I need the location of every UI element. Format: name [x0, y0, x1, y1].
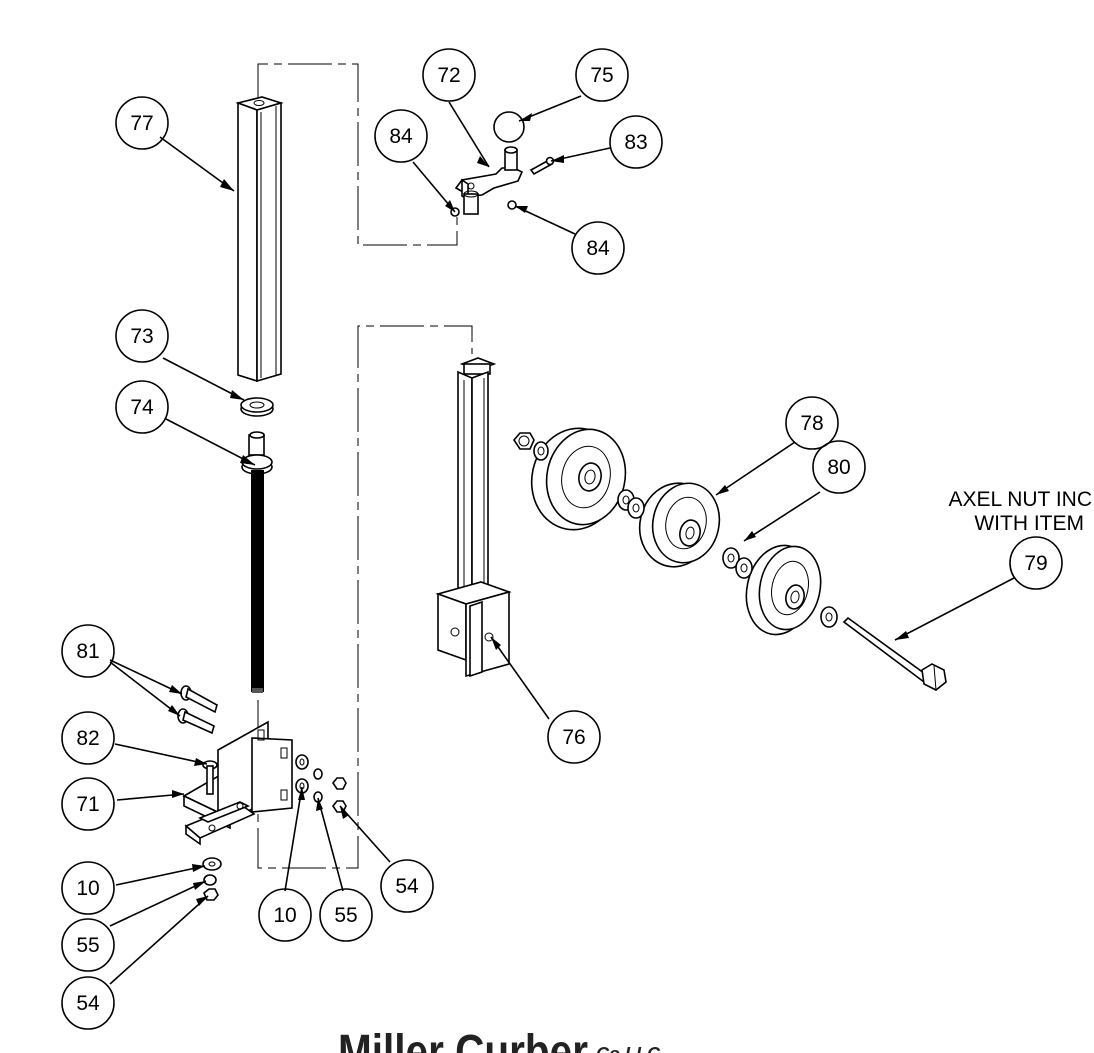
part-81-bolts — [177, 685, 218, 735]
part-76-caster-leg — [435, 357, 512, 678]
note-line-2: WITH ITEM — [974, 512, 1084, 535]
company-logo: Miller Curber Co LLC — [338, 1026, 661, 1053]
logo-main-text: Miller Curber — [338, 1026, 588, 1053]
bottom-left-hardware — [202, 857, 222, 901]
leader-lines — [109, 95, 1015, 985]
part-75-ball — [493, 111, 525, 143]
callout-84-upper: 84 — [389, 125, 413, 148]
part-83-pin — [529, 156, 555, 176]
callout-78: 78 — [800, 412, 823, 435]
part-72-bracket — [454, 146, 524, 215]
logo-suffix-text: Co LLC — [596, 1044, 661, 1053]
part-78-wheels — [530, 427, 822, 636]
callout-77: 77 — [130, 112, 153, 135]
bracket-right-hardware — [295, 754, 347, 813]
assembly-path-lines — [257, 63, 473, 869]
part-77-square-tube — [235, 96, 284, 383]
part-82-bolt — [202, 760, 218, 795]
axle-hardware — [512, 432, 838, 628]
callout-55-right: 55 — [334, 904, 357, 927]
callout-71: 71 — [76, 793, 99, 816]
callout-73: 73 — [130, 325, 153, 348]
axle-nut-note: AXEL NUT INC WITH ITEM — [948, 488, 1092, 535]
callout-75: 75 — [590, 64, 613, 87]
part-71-mounting-bracket — [182, 720, 293, 846]
wheel-1 — [530, 427, 627, 531]
part-73-bearing — [240, 397, 274, 417]
callout-55-left: 55 — [76, 934, 99, 957]
callout-82: 82 — [76, 727, 99, 750]
part-74-nut-and-threaded-rod — [241, 431, 273, 693]
callout-74: 74 — [130, 396, 154, 419]
callout-54-left: 54 — [76, 992, 100, 1015]
wheel-3 — [745, 544, 822, 636]
callout-81: 81 — [76, 640, 99, 663]
note-line-1: AXEL NUT INC — [948, 488, 1092, 511]
callout-10-right: 10 — [273, 904, 296, 927]
part-84-setscrew-right — [507, 200, 517, 210]
callout-10-left: 10 — [76, 877, 99, 900]
wheel-2 — [638, 482, 721, 568]
callout-84-lower: 84 — [586, 237, 610, 260]
callout-54-right: 54 — [395, 875, 419, 898]
callout-72: 72 — [437, 64, 460, 87]
callout-80: 80 — [827, 456, 850, 479]
leader-arrowheads — [168, 113, 909, 906]
callout-83: 83 — [624, 131, 647, 154]
callout-circles — [61, 48, 1063, 1030]
callout-79: 79 — [1024, 552, 1047, 575]
part-79-axle-bolt — [842, 616, 947, 691]
callout-numbers: 77 72 75 84 83 84 73 74 78 80 79 76 81 8… — [76, 64, 1047, 1015]
callout-76: 76 — [562, 726, 585, 749]
